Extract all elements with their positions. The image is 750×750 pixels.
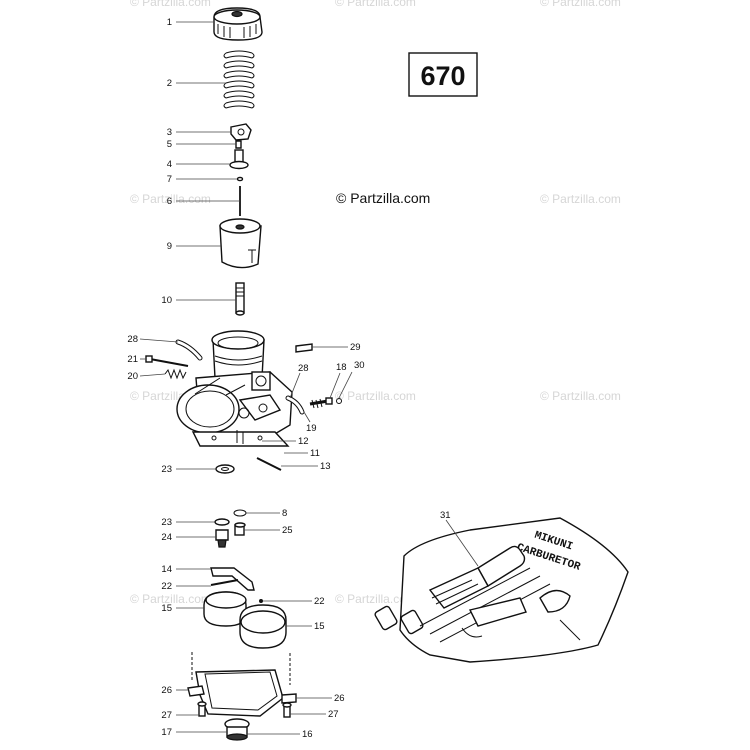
callout-23-bottom: 23 [161,517,172,528]
part-jet-holder [215,529,229,548]
part-screw-right [282,702,292,718]
callout-25: 25 [282,525,293,536]
callout-15-left: 15 [161,603,172,614]
callout-8: 8 [282,508,287,519]
part-pin-22 [210,579,239,586]
callout-16: 16 [302,729,313,740]
part-clamp-left [187,685,205,697]
callout-12: 12 [298,436,309,447]
part-drain-plug [224,718,250,741]
callout-11: 11 [310,448,320,459]
callout-18: 18 [336,362,347,373]
part-29 [295,343,313,353]
callout-4: 4 [167,159,172,170]
callout-6: 6 [167,196,172,207]
part-washer-23b [214,518,230,526]
part-clamp-right [281,693,297,704]
callout-28-left: 28 [127,334,138,345]
part-throttle-valve [219,218,262,269]
part-cap [213,7,263,41]
callout-3: 3 [167,127,172,138]
part-float-right [239,604,287,649]
watermark: © Partzilla.com [540,192,621,206]
leader-lines [139,21,479,735]
part-clip [235,140,242,149]
part-spring-20 [164,368,187,380]
part-float-bowl [191,652,291,717]
watermark: © Partzilla.com [130,192,211,206]
callout-10: 10 [161,295,172,306]
part-needle-holder [229,149,249,170]
part-needle-jet [235,282,245,316]
watermark: © Partzilla.com [335,0,416,9]
callout-15-right: 15 [314,621,325,632]
callout-13: 13 [320,461,331,472]
watermark: © Partzilla.com [335,592,416,606]
part-e-ring [236,176,244,182]
watermark: © Partzilla.com [130,0,211,9]
part-spring [223,50,255,109]
callout-28-right: 28 [298,363,309,374]
watermark: © Partzilla.com [130,592,211,606]
diagram-number: 670 [420,61,465,91]
part-rod-13 [256,457,282,471]
part-screw-21 [145,355,189,367]
callout-26-right: 26 [334,693,345,704]
callout-21: 21 [127,354,138,365]
callout-labels: 1 2 3 5 4 7 6 9 10 28 21 20 29 28 18 30 … [127,17,450,740]
callout-14: 14 [161,564,172,575]
part-hose-right-inner [286,396,304,414]
part-pilot-screw [309,397,342,409]
callout-2: 2 [167,78,172,89]
part-pin-22b [259,599,263,603]
callout-22-right: 22 [314,596,325,607]
part-pilot-jet [234,522,246,536]
watermark: © Partzilla.com [540,0,621,9]
part-washer-8 [233,509,247,517]
watermarks: © Partzilla.com © Partzilla.com © Partzi… [130,0,621,606]
callout-26-left: 26 [161,685,172,696]
callout-24: 24 [161,532,172,543]
part-screw-left [197,701,207,717]
callout-19: 19 [306,423,317,434]
part-hose-left-inner [176,340,202,360]
part-retainer-plate [230,123,252,141]
callout-1: 1 [167,17,172,28]
callout-31: 31 [440,510,451,521]
callout-22-left: 22 [161,581,172,592]
diagram-number-box: 670 [408,52,478,97]
copyright-text: © Partzilla.com [336,190,430,206]
callout-29: 29 [350,342,361,353]
callout-17: 17 [161,727,172,738]
callout-30: 30 [354,360,365,371]
callout-27-left: 27 [161,710,172,721]
callout-20: 20 [127,371,138,382]
part-tool-kit: MIKUNI CARBURETOR [374,517,629,663]
part-carburetor-body [176,330,293,447]
watermark: © Partzilla.com [540,389,621,403]
callout-9: 9 [167,241,172,252]
callout-5: 5 [167,139,172,150]
watermark: © Partzilla.com [335,389,416,403]
part-float-left [203,591,247,627]
part-washer-23 [215,464,235,474]
callout-7: 7 [167,174,172,185]
callout-27-right: 27 [328,709,339,720]
callout-23-top: 23 [161,464,172,475]
part-float-arm [210,567,255,591]
